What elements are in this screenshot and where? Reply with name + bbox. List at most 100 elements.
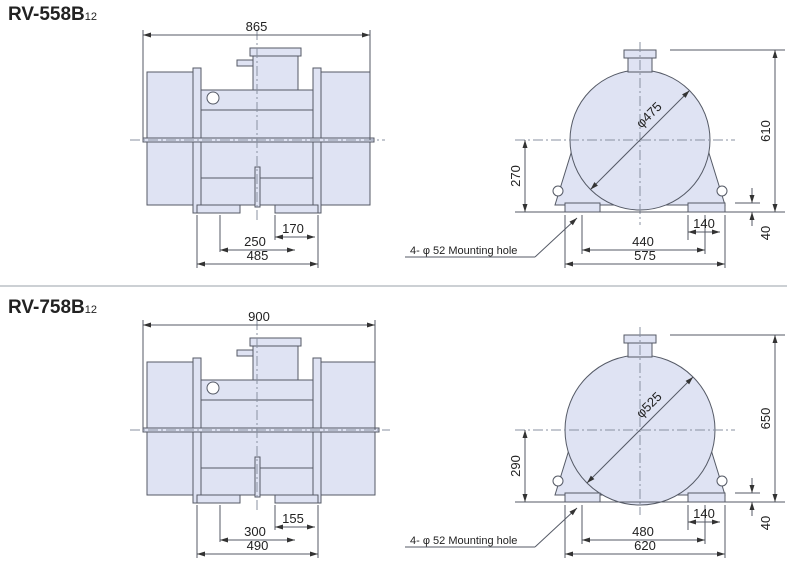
leader-line <box>534 507 578 548</box>
arrowhead <box>749 195 755 203</box>
arrowhead <box>522 430 528 438</box>
arrowhead <box>749 485 755 493</box>
mounting-hole-note: 4- φ 52 Mounting hole <box>410 535 517 547</box>
arrowhead <box>522 204 528 212</box>
dimension-label: 575 <box>634 248 656 263</box>
model-name: RV-558B <box>8 4 85 25</box>
dimension-label: 40 <box>758 516 773 530</box>
arrowhead <box>565 551 573 557</box>
left-foot <box>196 204 241 214</box>
arrowhead <box>143 322 151 328</box>
lifting-eye <box>206 91 220 105</box>
dimension-label: 480 <box>632 524 654 539</box>
dimension-label: 900 <box>248 309 270 324</box>
model-suffix: 12 <box>84 304 98 316</box>
arrowhead <box>565 261 573 267</box>
dimension-label: 170 <box>282 221 304 236</box>
arrowhead <box>220 537 228 543</box>
dimension-label: 610 <box>758 120 773 142</box>
arrowhead <box>772 335 778 343</box>
terminal-box <box>252 344 299 381</box>
diameter-line <box>586 376 694 484</box>
terminal-box <box>252 54 299 91</box>
arrowhead <box>582 537 590 543</box>
arrowhead <box>367 322 375 328</box>
arrowhead <box>717 261 725 267</box>
arrowhead <box>287 537 295 543</box>
lifting-lug-right <box>716 475 728 487</box>
left-foot <box>196 494 241 504</box>
arrowhead <box>522 140 528 148</box>
lifting-lug-left <box>552 475 564 487</box>
arrowhead <box>310 261 318 267</box>
left-foot <box>564 492 601 503</box>
arrowhead <box>697 537 705 543</box>
dimension-label: 650 <box>758 408 773 430</box>
left-foot <box>564 202 601 213</box>
terminal-cover <box>249 47 302 57</box>
dimension-label: 865 <box>246 19 268 34</box>
dimension-label: 440 <box>632 234 654 249</box>
model-title-2: RV-758B12 <box>8 297 97 319</box>
arrowhead <box>772 204 778 212</box>
cable-gland <box>236 349 254 357</box>
right-foot <box>687 202 726 213</box>
cable-gland <box>236 59 254 67</box>
arrowhead <box>307 524 315 530</box>
arrowhead <box>712 519 720 525</box>
leader-line <box>534 217 578 258</box>
arrowhead <box>749 212 755 220</box>
arrowhead <box>307 234 315 240</box>
arrowhead <box>275 234 283 240</box>
arrowhead <box>569 218 577 226</box>
dimension-label: 155 <box>282 511 304 526</box>
arrowhead <box>310 551 318 557</box>
arrowhead <box>362 32 370 38</box>
lifting-lug-left <box>552 185 564 197</box>
arrowhead <box>287 247 295 253</box>
arrowhead <box>220 247 228 253</box>
arrowhead <box>688 519 696 525</box>
arrowhead <box>749 502 755 510</box>
arrowhead <box>143 32 151 38</box>
arrowhead <box>275 524 283 530</box>
dimension-label: 290 <box>508 455 523 477</box>
arrowhead <box>569 508 577 516</box>
dimension-label: 300 <box>244 524 266 539</box>
lifting-lug-right <box>716 185 728 197</box>
diameter-line <box>590 90 690 190</box>
dimension-label: 250 <box>244 234 266 249</box>
arrowhead <box>688 229 696 235</box>
model-name: RV-758B <box>8 297 85 318</box>
arrowhead <box>582 247 590 253</box>
arrowhead <box>717 551 725 557</box>
dimension-label: 140 <box>693 216 715 231</box>
arrowhead <box>682 90 690 98</box>
arrowhead <box>586 475 595 484</box>
arrowhead <box>772 494 778 502</box>
arrowhead <box>685 376 694 385</box>
mounting-hole-note: 4- φ 52 Mounting hole <box>410 245 517 257</box>
lifting-eye <box>206 381 220 395</box>
model-title-1: RV-558B12 <box>8 4 97 26</box>
dimension-label: 270 <box>508 165 523 187</box>
arrowhead <box>197 551 205 557</box>
terminal-cover <box>249 337 302 347</box>
arrowhead <box>712 229 720 235</box>
dimension-label: 485 <box>247 248 269 263</box>
arrowhead <box>772 50 778 58</box>
dimension-label: 140 <box>693 506 715 521</box>
right-foot <box>687 492 726 503</box>
arrowhead <box>522 494 528 502</box>
right-foot <box>274 204 319 214</box>
arrowhead <box>590 182 598 190</box>
arrowhead <box>197 261 205 267</box>
dimension-label: 490 <box>247 538 269 553</box>
